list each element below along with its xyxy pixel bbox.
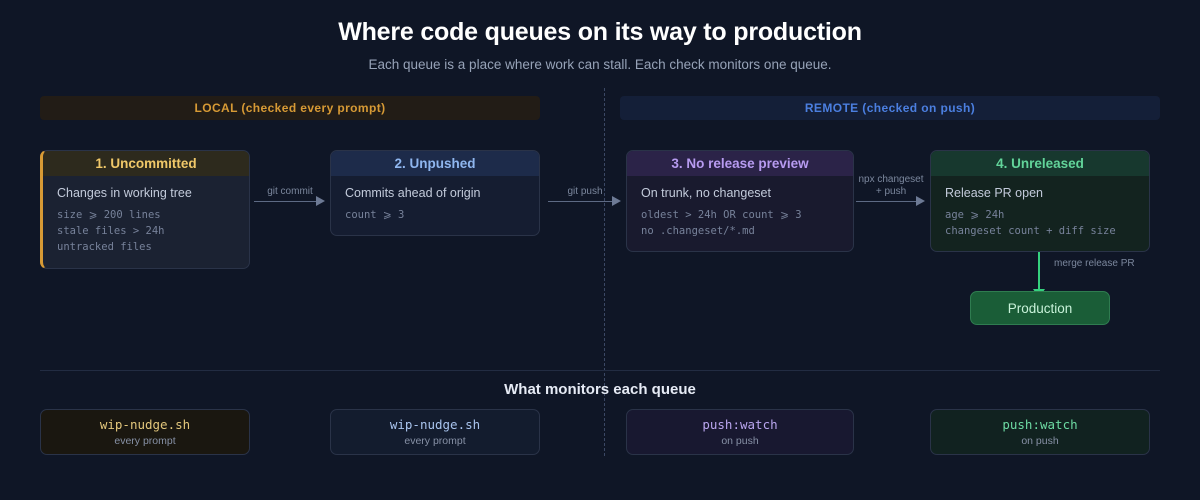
arrow-shaft [254, 200, 317, 202]
monitor-name: wip-nudge.sh [389, 417, 481, 432]
flow-arrow-git-commit: git commit [254, 178, 326, 206]
monitor-card-unreleased[interactable]: push:watch on push [930, 409, 1150, 455]
merge-arrow [1033, 252, 1045, 298]
stage-title: 3. No release preview [627, 151, 853, 176]
flow-arrow-git-push: git push [548, 178, 622, 206]
arrow-shaft [548, 200, 613, 202]
stage-card-unpushed[interactable]: 2. Unpushed Commits ahead of origin coun… [330, 150, 540, 237]
merge-arrow-label: merge release PR [1054, 258, 1135, 269]
flow-arrow-npx-changeset: npx changeset + push [856, 172, 926, 206]
stage-conditions: count ⩾ 3 [345, 207, 525, 223]
stage-card-no-release-preview[interactable]: 3. No release preview On trunk, no chang… [626, 150, 854, 253]
monitor-card-unpushed[interactable]: wip-nudge.sh every prompt [330, 409, 540, 455]
local-remote-divider [604, 88, 605, 456]
stage-body: Changes in working tree size ⩾ 200 lines… [43, 176, 249, 268]
production-label: Production [1007, 300, 1073, 316]
stage-description: On trunk, no changeset [641, 186, 771, 200]
monitor-name: wip-nudge.sh [99, 417, 191, 432]
flow-arrow-label: npx changeset + push [858, 174, 923, 197]
flow-arrow-label-line1: npx changeset [858, 174, 924, 185]
stage-body: Release PR open age ⩾ 24h changeset coun… [931, 176, 1149, 251]
stage-title: 2. Unpushed [331, 151, 539, 176]
monitors-section-title: What monitors each queue [504, 381, 696, 398]
page-subtitle: Each queue is a place where work can sta… [368, 57, 832, 72]
monitor-cadence: on push [721, 435, 759, 447]
monitor-cadence: every prompt [404, 435, 466, 447]
stage-body: On trunk, no changeset oldest > 24h OR c… [627, 176, 853, 251]
page-title: Where code queues on its way to producti… [338, 18, 862, 46]
stage-conditions: size ⩾ 200 lines stale files > 24h untra… [57, 207, 235, 256]
flow-arrow-label: git commit [267, 185, 313, 197]
monitor-name: push:watch [1002, 417, 1078, 432]
monitor-card-no-release-preview[interactable]: push:watch on push [626, 409, 854, 455]
flow-arrow-label-line2: + push [875, 185, 907, 197]
stage-condition: count ⩾ 3 [345, 208, 405, 221]
section-divider [40, 370, 1160, 371]
stage-condition: stale files > 24h [57, 225, 165, 238]
stage-description: Changes in working tree [57, 186, 192, 200]
stage-title: 4. Unreleased [931, 151, 1149, 176]
page-header: Where code queues on its way to producti… [0, 0, 1200, 72]
arrow-head-icon [316, 196, 325, 206]
monitor-cadence: on push [1021, 435, 1059, 447]
stage-description: Release PR open [945, 186, 1043, 200]
arrow-head-icon [916, 196, 925, 206]
arrow-shaft [856, 200, 917, 202]
stage-condition: changeset count + diff size [945, 225, 1116, 238]
stage-condition: no .changeset/*.md [641, 225, 755, 238]
stage-description: Commits ahead of origin [345, 186, 481, 200]
stage-body: Commits ahead of origin count ⩾ 3 [331, 176, 539, 235]
stage-title: 1. Uncommitted [43, 151, 249, 176]
stage-condition: age ⩾ 24h [945, 208, 1005, 221]
arrow-head-icon [612, 196, 621, 206]
stage-condition: untracked files [57, 241, 152, 254]
stage-conditions: age ⩾ 24h changeset count + diff size [945, 207, 1135, 240]
stage-conditions: oldest > 24h OR count ⩾ 3 no .changeset/… [641, 207, 839, 240]
monitor-cadence: every prompt [114, 435, 176, 447]
stage-condition: size ⩾ 200 lines [57, 208, 161, 221]
zone-banners: LOCAL (checked every prompt) REMOTE (che… [0, 96, 1200, 120]
monitor-card-uncommitted[interactable]: wip-nudge.sh every prompt [40, 409, 250, 455]
monitor-name: push:watch [702, 417, 778, 432]
stage-condition: oldest > 24h OR count ⩾ 3 [641, 208, 802, 221]
zone-banner-remote: REMOTE (checked on push) [620, 96, 1160, 120]
production-node[interactable]: Production [970, 291, 1110, 325]
stage-card-unreleased[interactable]: 4. Unreleased Release PR open age ⩾ 24h … [930, 150, 1150, 253]
zone-banner-local: LOCAL (checked every prompt) [40, 96, 540, 120]
stage-card-uncommitted[interactable]: 1. Uncommitted Changes in working tree s… [40, 150, 250, 269]
flow-arrow-label: git push [567, 185, 603, 197]
